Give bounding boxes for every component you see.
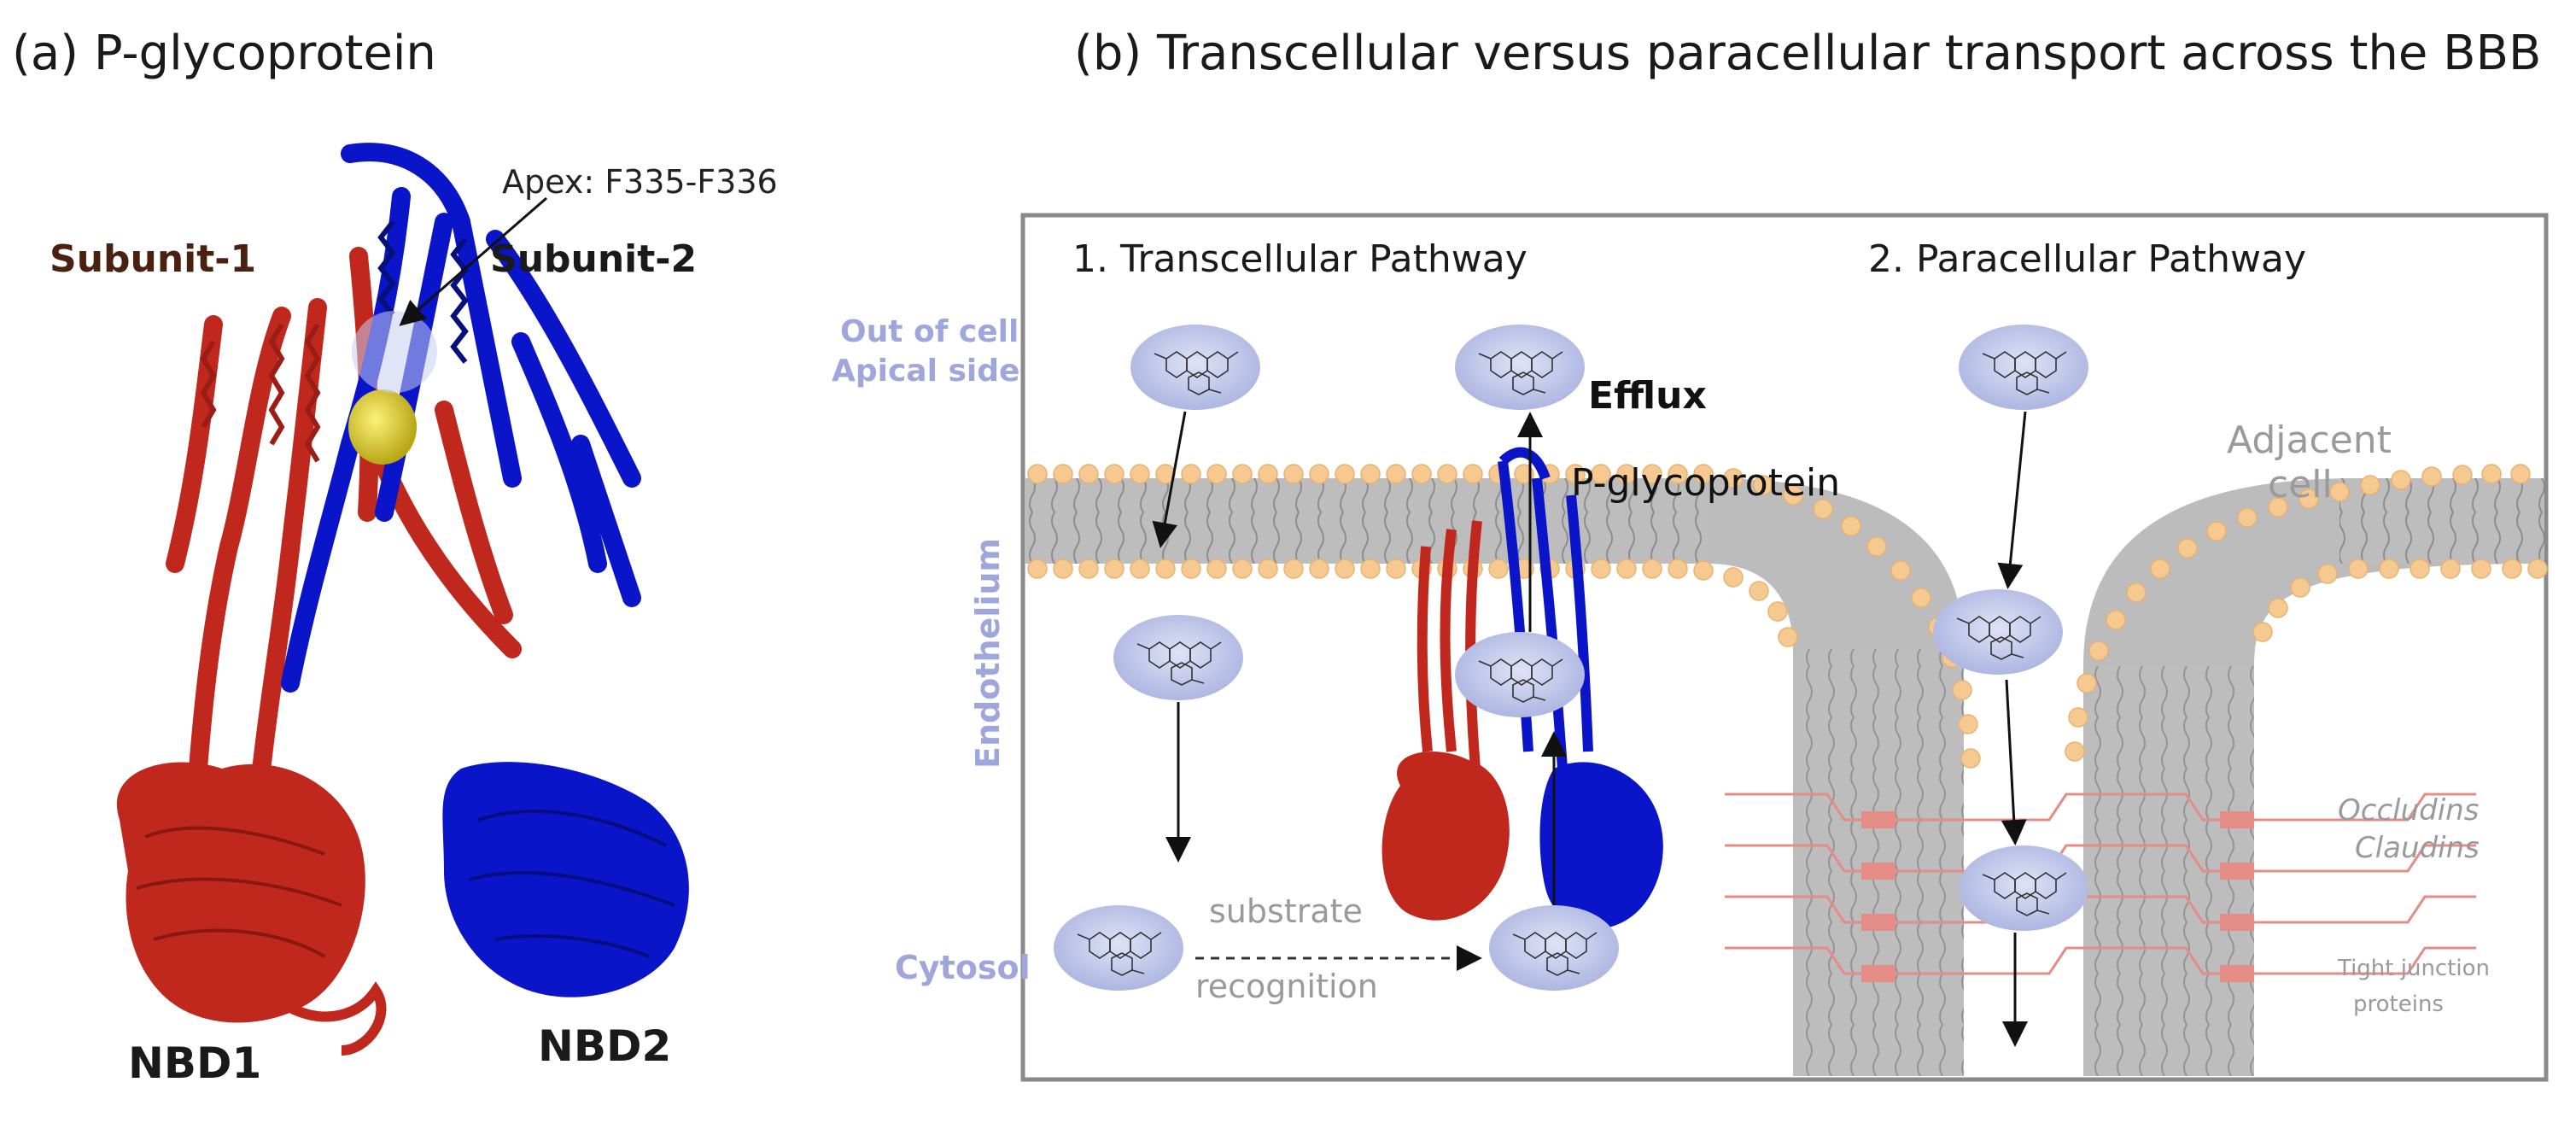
out-of-cell-label: Out of cell <box>840 314 1019 349</box>
panel-b-title: (b) Transcellular versus paracellular tr… <box>1074 26 2542 81</box>
substrate-molecule <box>1454 324 1586 411</box>
subunit-1-label: Subunit-1 <box>50 237 256 281</box>
cytosol-label: Cytosol <box>895 949 1031 986</box>
apical-side-label: Apical side <box>832 354 1019 389</box>
occludins-label: Occludins <box>2338 793 2479 828</box>
substrate-molecule <box>1932 588 2064 676</box>
substrate-molecule <box>1454 631 1586 718</box>
substrate-molecule <box>1958 845 2089 932</box>
apex-label: Apex: F335-F336 <box>502 163 778 201</box>
endothelium-label: Endothelium <box>969 538 1007 769</box>
paracellular-heading: 2. Paracellular Pathway <box>1868 237 2306 281</box>
transport-arrows <box>1152 411 2028 1047</box>
recognition-label: recognition <box>1195 968 1378 1005</box>
substrate-label: substrate <box>1209 892 1363 930</box>
substrate-molecule <box>1130 324 1261 411</box>
pgp-structure-illustration <box>116 143 689 1056</box>
subunit-2-label: Subunit-2 <box>490 237 697 281</box>
tight-junction-proteins-label: proteins <box>2353 992 2444 1017</box>
claudins-label: Claudins <box>2355 831 2480 865</box>
substrate-molecule <box>1488 904 1620 992</box>
cell-label: cell <box>2268 463 2333 506</box>
tight-junction-proteins <box>1725 793 2476 982</box>
substrate-molecule <box>1113 614 1244 701</box>
transcellular-heading: 1. Transcellular Pathway <box>1072 237 1527 281</box>
adjacent-cell-membrane <box>2065 464 2548 1076</box>
adjacent-label: Adjacent <box>2227 418 2392 462</box>
apex-pointer-arrow <box>399 196 547 326</box>
tight-junction-label: Tight junction <box>2337 956 2490 981</box>
pgp-label: P-glycoprotein <box>1571 461 1840 505</box>
panel-a-title: (a) P-glycoprotein <box>12 26 436 81</box>
nbd1-label: NBD1 <box>128 1038 261 1088</box>
nbd2-label: NBD2 <box>538 1021 671 1071</box>
substrate-molecule <box>1053 904 1184 992</box>
substrate-molecule <box>1958 324 2089 411</box>
efflux-label: Efflux <box>1588 374 1707 418</box>
panel-b-frame <box>1020 213 2549 1082</box>
